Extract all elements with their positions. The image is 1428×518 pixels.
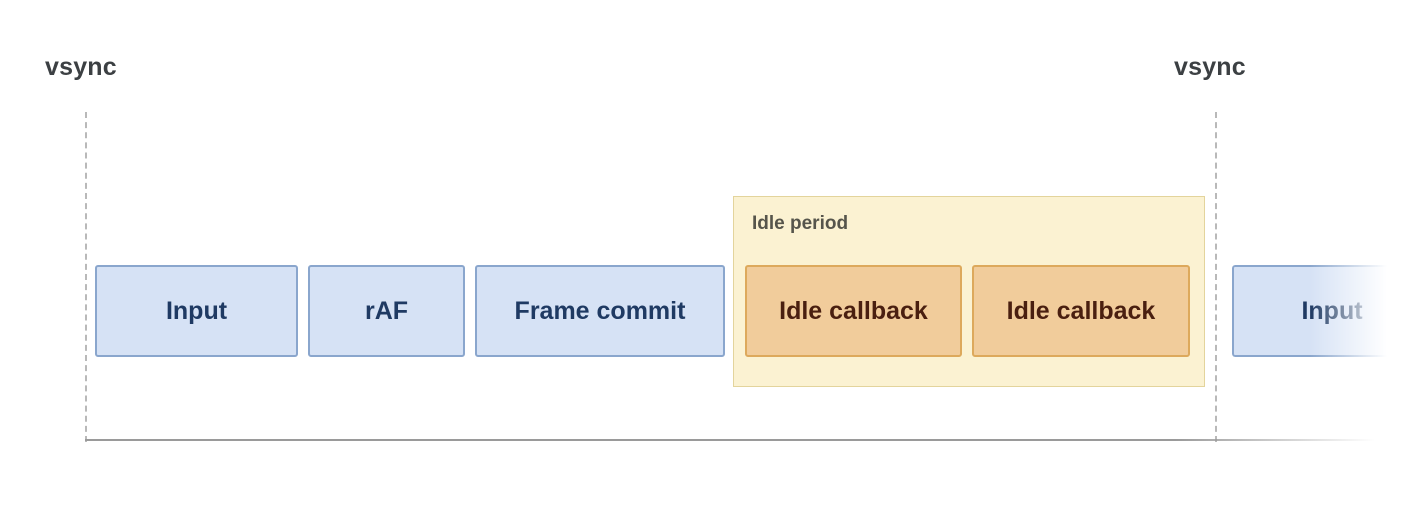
- task-box-input-1: Input: [95, 265, 298, 357]
- vsync-label-left: vsync: [45, 53, 117, 81]
- task-box-label: Input: [165, 296, 228, 325]
- vsync-guideline-left: [85, 112, 87, 442]
- task-box-label: Frame commit: [514, 296, 686, 325]
- task-box-frame-commit: Frame commit: [475, 265, 725, 357]
- task-box-idle-callback-1: Idle callback: [745, 265, 962, 357]
- vsync-label-right: vsync: [1174, 53, 1246, 81]
- task-box-label: rAF: [364, 296, 409, 325]
- idle-period-label: Idle period: [752, 213, 849, 234]
- task-box-label: Idle callback: [779, 296, 928, 325]
- vsync-guideline-right: [1215, 112, 1217, 442]
- task-box-idle-callback-2: Idle callback: [972, 265, 1190, 357]
- timeline-axis: [85, 439, 1375, 441]
- task-box-raf: rAF: [308, 265, 465, 357]
- task-box-input-2: Input: [1232, 265, 1428, 357]
- task-box-label: Idle callback: [1006, 296, 1156, 325]
- task-box-label: Input: [1301, 296, 1363, 325]
